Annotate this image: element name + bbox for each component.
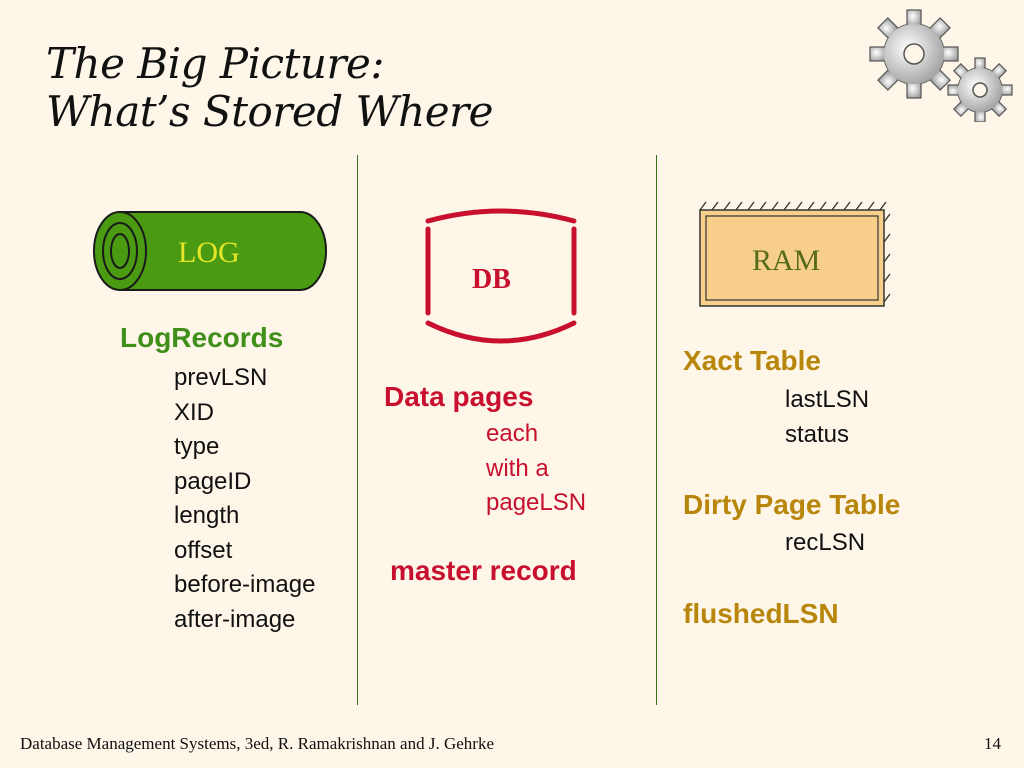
master-record-heading: master record <box>390 555 577 586</box>
footer-citation: Database Management Systems, 3ed, R. Ram… <box>20 734 494 753</box>
list-item: after-image <box>174 605 296 633</box>
dirty-page-table-heading: Dirty Page Table <box>683 489 901 520</box>
list-item: with a <box>486 454 549 482</box>
list-item: lastLSN <box>785 386 870 413</box>
column-divider-left <box>357 155 358 705</box>
list-item: XID <box>174 398 215 426</box>
title-line-1: The Big Picture: <box>46 39 385 88</box>
title-line-2: What’s Stored Where <box>46 87 494 136</box>
gears-icon <box>869 9 1013 122</box>
log-label: LOG <box>178 236 240 269</box>
column-divider-right <box>656 155 657 705</box>
list-item: prevLSN <box>174 364 268 391</box>
xact-table-heading: Xact Table <box>683 345 821 376</box>
list-item: pageLSN <box>486 489 587 516</box>
list-item: each <box>486 420 539 447</box>
data-pages-details: each with a pageLSN <box>486 417 586 521</box>
ram-label: RAM <box>752 244 821 277</box>
log-record-fields: prevLSN XID type pageID length offset be… <box>174 361 315 637</box>
flushed-lsn-heading: flushedLSN <box>683 598 839 629</box>
list-item: type <box>174 433 220 460</box>
log-records-heading: LogRecords <box>120 322 284 353</box>
data-pages-heading: Data pages <box>384 381 534 412</box>
list-item: before-image <box>174 571 316 598</box>
ram-box-icon <box>699 201 891 307</box>
list-item: recLSN <box>785 529 866 556</box>
database-cylinder-icon <box>425 208 577 344</box>
list-item: length <box>174 502 240 529</box>
log-cylinder-icon <box>93 211 327 291</box>
page-number: 14 <box>984 734 1001 753</box>
xact-table-fields: lastLSN status <box>785 383 869 452</box>
list-item: pageID <box>174 467 252 495</box>
dirty-page-table-fields: recLSN <box>785 526 865 561</box>
db-label: DB <box>472 264 511 295</box>
slide-title: The Big Picture: What’s Stored Where <box>46 39 494 136</box>
list-item: offset <box>174 536 233 564</box>
list-item: status <box>785 420 850 448</box>
